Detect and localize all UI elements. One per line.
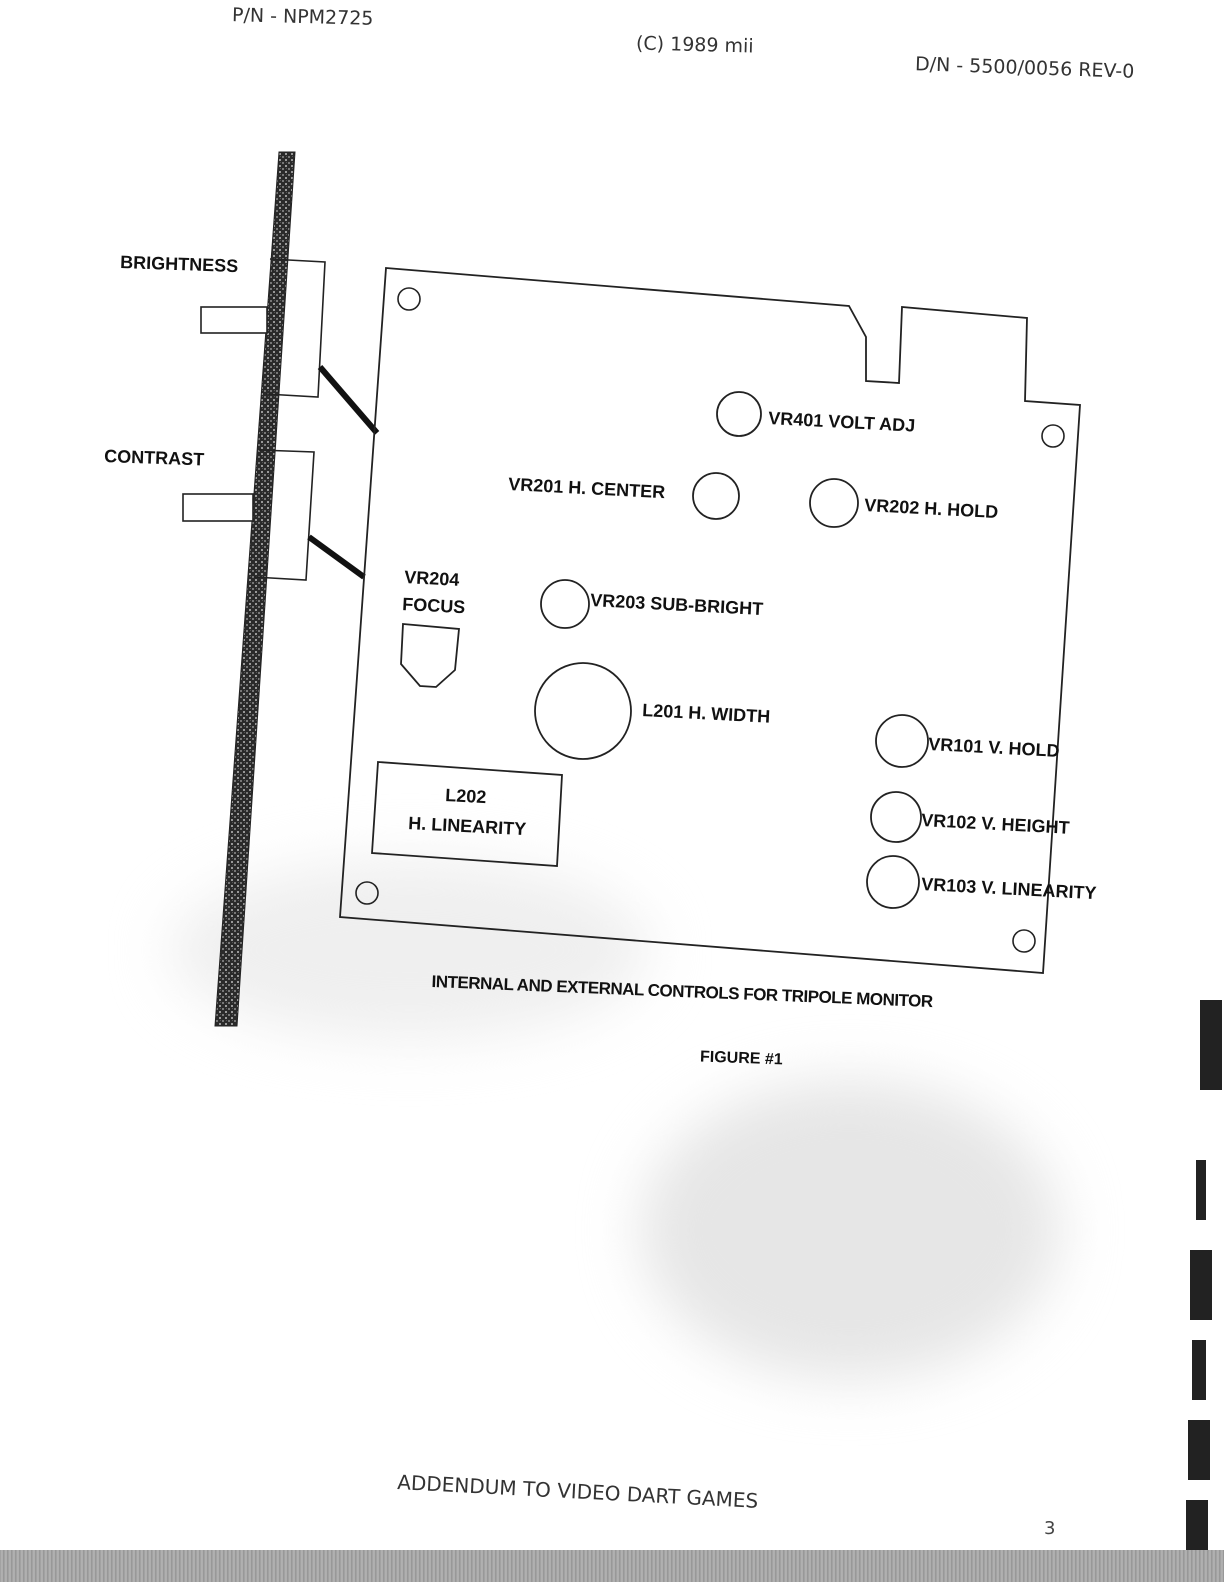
vr201-label: VR201 H. CENTER xyxy=(508,474,666,502)
mounting-hole xyxy=(397,287,421,311)
vr102-pot xyxy=(870,791,922,843)
mounting-hole xyxy=(355,881,379,905)
binder-mark xyxy=(1188,1420,1210,1480)
circuit-board xyxy=(339,267,1081,974)
vr201-pot xyxy=(692,472,740,520)
mounting-hole xyxy=(1012,929,1036,953)
vr204-focus-pot xyxy=(400,623,460,688)
vr101-pot xyxy=(875,714,929,768)
vr203-label: VR203 SUB-BRIGHT xyxy=(590,590,764,619)
brightness-knob xyxy=(200,258,380,435)
binder-mark xyxy=(1200,1000,1222,1090)
binder-mark xyxy=(1192,1340,1206,1400)
figure-number: FIGURE #1 xyxy=(699,1048,783,1069)
front-panel-rail xyxy=(214,151,296,1027)
vr102-label: VR102 V. HEIGHT xyxy=(921,810,1070,838)
vr202-pot xyxy=(809,478,859,528)
scan-bottom-band xyxy=(0,1550,1224,1582)
vr103-label: VR103 V. LINEARITY xyxy=(921,874,1097,903)
scan-smudge xyxy=(640,1080,1060,1380)
binder-mark xyxy=(1190,1250,1212,1320)
l202-label-line1: L202 xyxy=(445,785,487,807)
binder-mark xyxy=(1196,1160,1206,1220)
binder-edge xyxy=(1176,1000,1224,1550)
vr103-pot xyxy=(866,855,920,909)
l201-label: L201 H. WIDTH xyxy=(642,700,771,727)
l201-coil xyxy=(534,662,632,760)
vr101-label: VR101 V. HOLD xyxy=(928,734,1060,761)
contrast-label: CONTRAST xyxy=(104,446,205,469)
vr204-label-line1: VR204 xyxy=(404,567,460,590)
scan-smudge xyxy=(170,860,650,1040)
vr203-pot xyxy=(540,579,590,629)
page-number: 3 xyxy=(1044,1518,1056,1539)
binder-mark xyxy=(1186,1500,1208,1550)
brightness-label: BRIGHTNESS xyxy=(120,252,239,276)
vr401-label: VR401 VOLT ADJ xyxy=(768,408,916,436)
vr204-label-line2: FOCUS xyxy=(402,594,466,617)
vr202-label: VR202 H. HOLD xyxy=(864,495,999,522)
mounting-hole xyxy=(1041,424,1065,448)
l202-box xyxy=(371,761,563,867)
contrast-knob xyxy=(182,449,366,581)
vr401-pot xyxy=(716,391,762,437)
l202-label-line2: H. LINEARITY xyxy=(408,813,527,839)
